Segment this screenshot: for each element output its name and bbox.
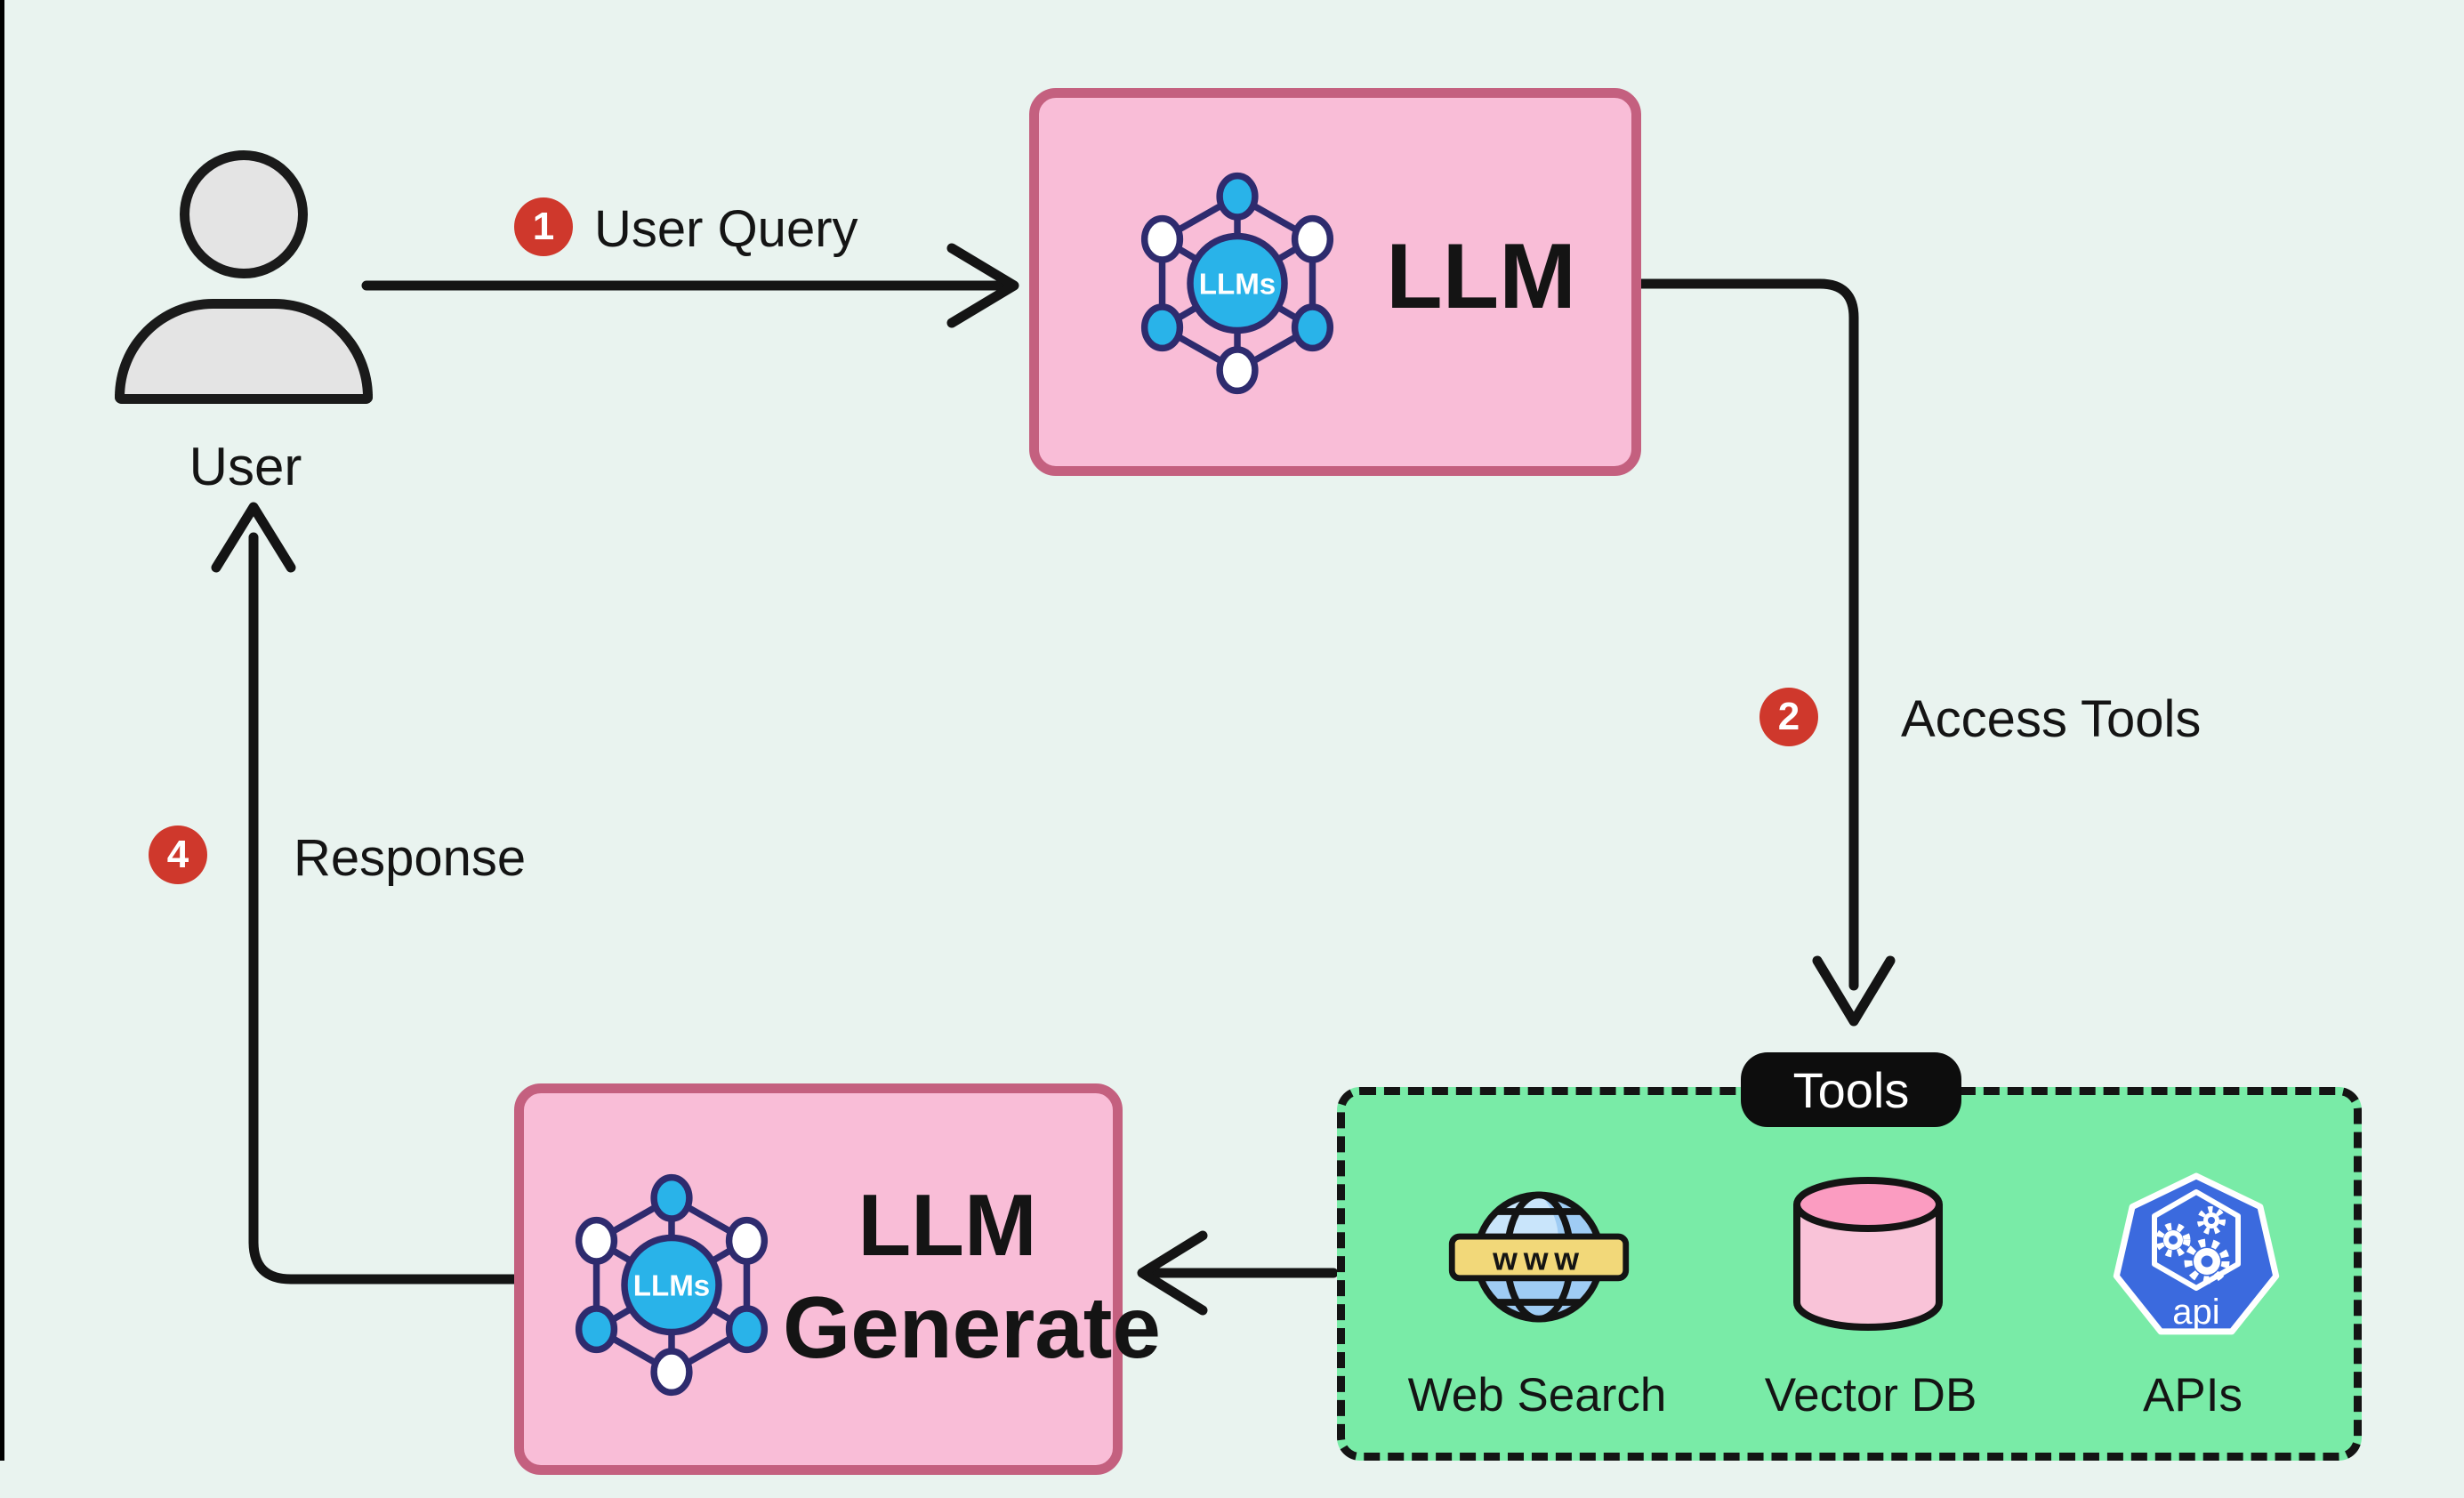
step-1-badge: 1 — [514, 197, 573, 256]
access-tools-arrowhead — [1812, 955, 1896, 1027]
step-2-badge: 2 — [1759, 688, 1818, 746]
access-tools-label: Access Tools — [1901, 690, 2202, 748]
llm-network-icon: LLMs — [1140, 172, 1334, 395]
response-label: Response — [294, 829, 527, 887]
llm-node-title: LLM — [1386, 225, 1576, 328]
llm-generate-node-title: LLM Generate — [783, 1174, 1161, 1378]
www-banner-text: www — [1492, 1242, 1585, 1277]
vector-db-label: Vector DB — [1764, 1369, 1977, 1421]
tools-group-badge: Tools — [1741, 1052, 1961, 1127]
llm-generate-node-box — [514, 1083, 1123, 1475]
response-arrow-shaft — [248, 532, 519, 1285]
api-icon-text: api — [2172, 1293, 2219, 1332]
gear-icons — [2155, 1206, 2230, 1285]
access-tools-arrow-shaft — [1636, 278, 1859, 991]
llm-generate-title-line1: LLM — [858, 1176, 1037, 1274]
tools-to-generate-arrowhead — [1137, 1230, 1208, 1316]
user-icon-shoulders — [115, 299, 373, 404]
api-heptagon-icon: api — [2113, 1172, 2280, 1335]
web-search-label: Web Search — [1407, 1369, 1667, 1421]
llm-generate-network-icon: LLMs — [575, 1173, 769, 1397]
user-label: User — [189, 437, 302, 496]
llm-generate-title-line2: Generate — [783, 1277, 1161, 1376]
globe-www-icon: www — [1448, 1191, 1630, 1323]
apis-label: APIs — [2143, 1369, 2243, 1421]
screen-left-edge-strip — [0, 0, 4, 1461]
step-4-badge: 4 — [149, 826, 207, 884]
user-icon-head — [180, 150, 308, 278]
user-query-label: User Query — [594, 200, 858, 258]
llms-icon-text: LLMs — [1199, 269, 1276, 302]
user-query-arrowhead — [946, 243, 1019, 328]
llms-icon-text: LLMs — [633, 1270, 710, 1303]
database-cylinder-icon — [1793, 1177, 1943, 1331]
response-arrowhead — [211, 502, 296, 573]
llm-node-box — [1029, 88, 1641, 476]
